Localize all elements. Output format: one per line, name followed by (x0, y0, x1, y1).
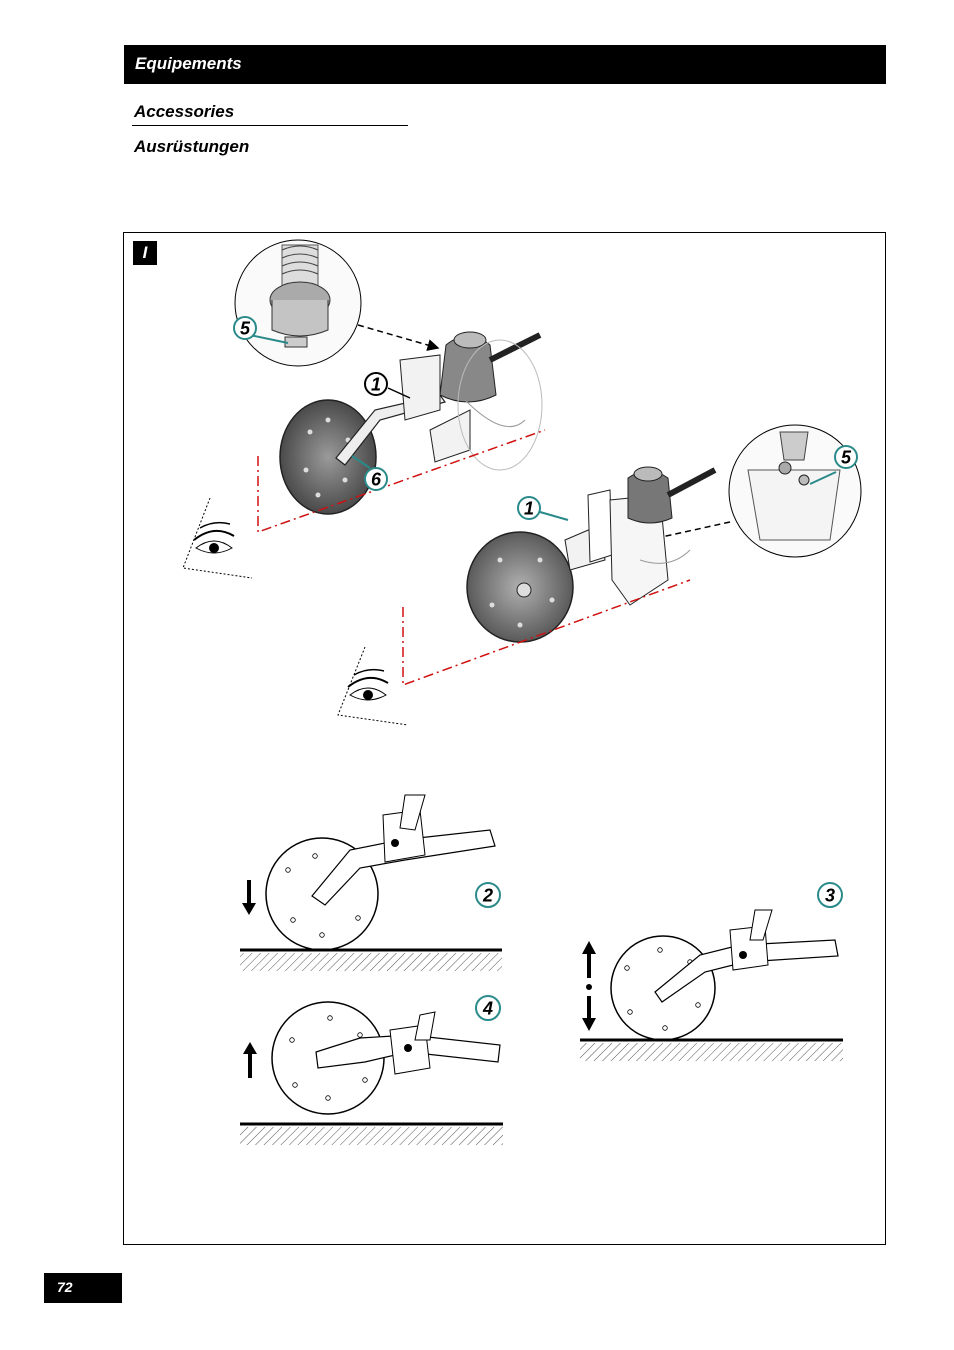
svg-text:1: 1 (371, 375, 381, 395)
depth-wheel-disc-left (280, 400, 376, 514)
svg-text:5: 5 (240, 319, 251, 339)
detail-zoom-circle-left (235, 240, 361, 366)
depth-wheel-assembly-left (183, 240, 545, 578)
eye-icon-right (338, 647, 408, 725)
depth-wheel-assembly-right (338, 425, 861, 725)
svg-text:1: 1 (524, 499, 534, 519)
eye-icon-left (183, 498, 252, 578)
up-down-arrow-icon (582, 941, 596, 1031)
detail-pointer-left (358, 325, 438, 348)
up-arrow-icon (243, 1042, 257, 1078)
svg-text:5: 5 (841, 448, 852, 468)
callout-2: 2 (476, 883, 500, 907)
svg-text:3: 3 (825, 886, 835, 906)
svg-text:2: 2 (482, 886, 493, 906)
down-arrow-icon (242, 880, 256, 915)
svg-text:4: 4 (482, 999, 493, 1019)
callout-5-right: 5 (835, 446, 857, 468)
position-diagram-adjustable (580, 910, 843, 1061)
callout-1-right: 1 (518, 497, 568, 520)
page-number: 72 (57, 1279, 73, 1295)
callout-5-left: 5 (234, 317, 256, 339)
page-number-box: 72 (44, 1273, 122, 1303)
position-diagram-lowered (240, 795, 502, 971)
position-diagram-raised (240, 1002, 503, 1145)
svg-text:6: 6 (371, 470, 382, 490)
callout-4: 4 (476, 996, 500, 1020)
callout-3: 3 (818, 883, 842, 907)
detail-zoom-circle-right (729, 425, 861, 557)
